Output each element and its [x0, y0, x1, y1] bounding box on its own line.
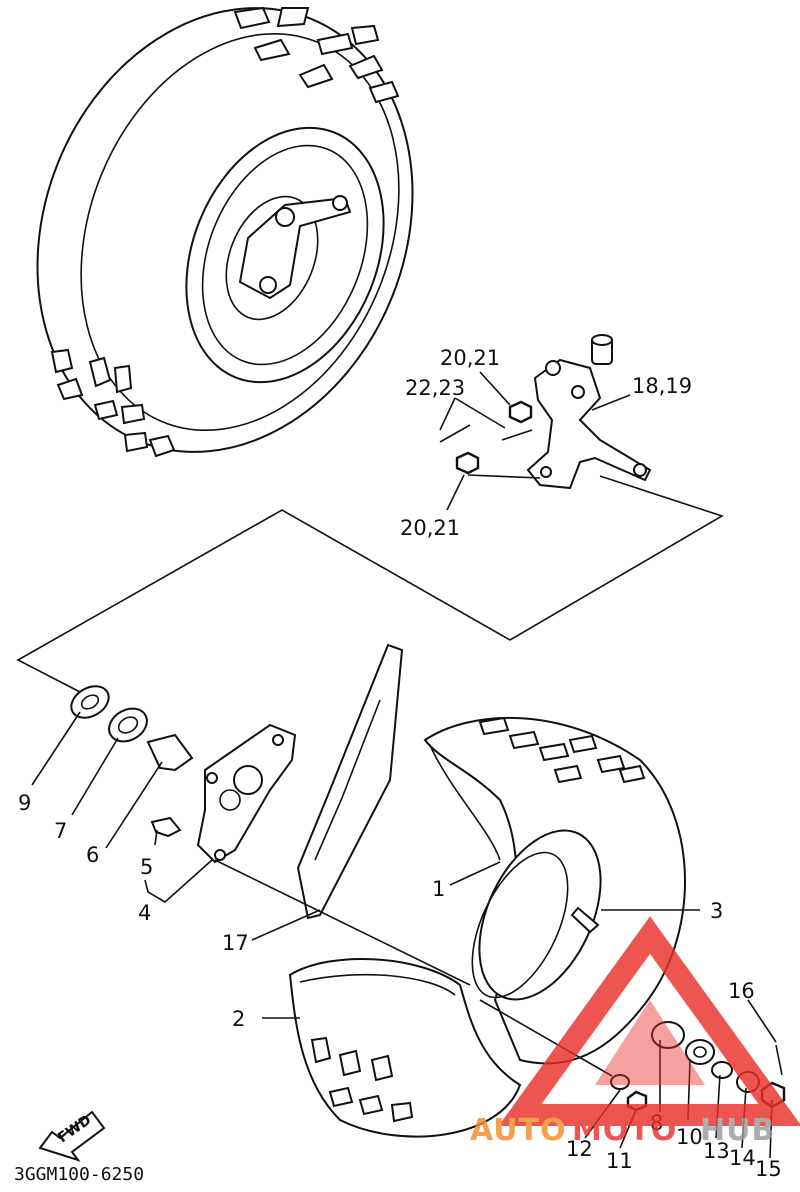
callout-20-21-top: 20,21: [440, 346, 500, 370]
steering-knuckle: [439, 334, 652, 490]
watermark-text-hub: HUB: [700, 1113, 775, 1148]
tread-pattern: [50, 6, 400, 458]
callout-11: 11: [606, 1149, 633, 1173]
explode-outline-upper: [16, 474, 724, 693]
callout-2: 2: [232, 1007, 245, 1031]
callout-7: 7: [54, 819, 67, 843]
diagram-code: 3GGM100-6250: [14, 1164, 144, 1185]
callout-18-19: 18,19: [632, 374, 692, 398]
callout-labels: 20,21 22,23 18,19 20,21 9 7 6 5 4 1 3 17…: [18, 346, 782, 1181]
callout-4: 4: [138, 901, 151, 925]
watermark-triangle: [498, 916, 800, 1126]
gasket-plate: [296, 643, 404, 920]
watermark-text-auto: AUTO: [470, 1113, 567, 1148]
callout-16: 16: [728, 979, 755, 1003]
tread-pattern-right: [478, 716, 646, 784]
callout-10: 10: [676, 1125, 703, 1149]
rim: [471, 829, 602, 1001]
callout-3: 3: [710, 899, 723, 923]
callout-12: 12: [566, 1137, 593, 1161]
hub-assembly: [70, 685, 297, 864]
callout-13: 13: [703, 1139, 730, 1163]
fwd-arrow: FWD: [38, 1110, 106, 1162]
callout-6: 6: [86, 843, 99, 867]
callout-5: 5: [140, 855, 153, 879]
assembled-wheel: [36, 6, 414, 458]
callout-22-23: 22,23: [405, 376, 465, 400]
callout-9: 9: [18, 791, 31, 815]
tread-pattern-left: [310, 1036, 414, 1123]
tire-inner-half: [288, 957, 522, 1138]
callout-17: 17: [222, 931, 249, 955]
callout-1: 1: [432, 877, 445, 901]
watermark-logo: AUTO MOTO HUB: [470, 916, 800, 1148]
callout-14: 14: [729, 1146, 756, 1170]
callout-20-21-bottom: 20,21: [400, 516, 460, 540]
callout-15: 15: [755, 1157, 782, 1181]
watermark-text-moto: MOTO: [572, 1113, 677, 1148]
